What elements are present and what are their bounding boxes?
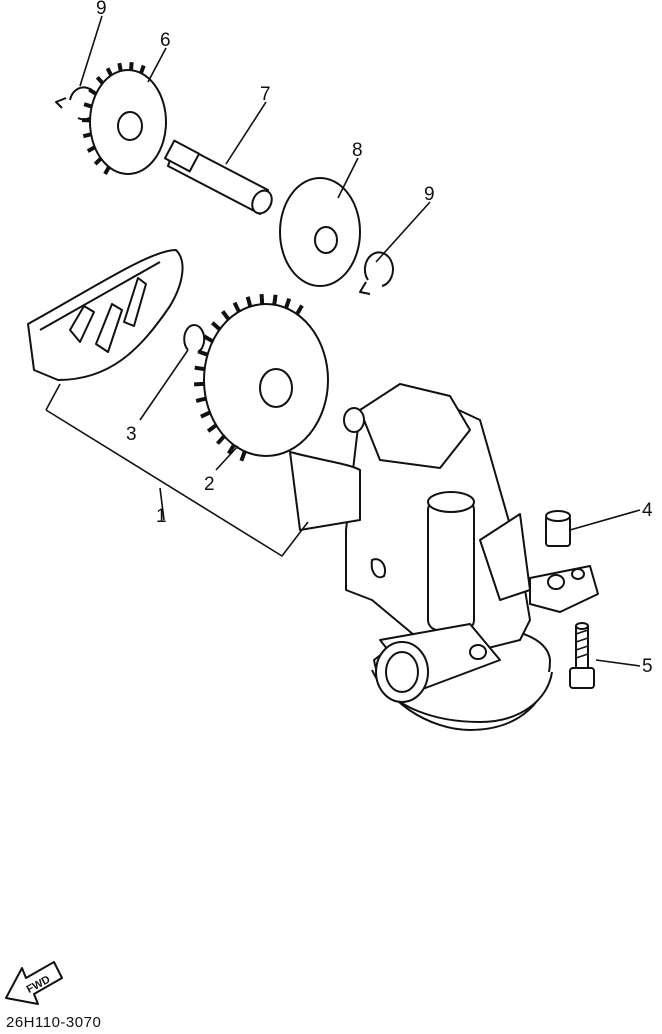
gear-tooth (193, 381, 205, 387)
part-2-gear (193, 294, 329, 462)
callout-1: 1 (156, 506, 167, 527)
gear-tooth (117, 62, 123, 72)
callout-7: 7 (260, 84, 271, 105)
part-4-dowel (545, 510, 571, 547)
gear-tooth (95, 75, 105, 85)
gear-tooth (197, 349, 209, 357)
gear-tooth (210, 321, 222, 331)
gear-tooth (221, 310, 231, 321)
gear-tooth (139, 64, 146, 74)
part-3-circlip (183, 324, 206, 353)
gear-tooth (245, 296, 253, 307)
callout-3: 3 (126, 424, 137, 445)
fwd-arrow-icon: FWD (5, 961, 63, 1005)
gear-tooth (284, 297, 292, 309)
gear-tooth (203, 334, 214, 344)
gear-tooth (216, 434, 226, 445)
gear-tooth (88, 87, 98, 96)
gear-tooth (83, 102, 93, 109)
gear-tooth (105, 67, 113, 77)
gear-tooth (232, 301, 241, 313)
callout-9-upper: 9 (96, 0, 107, 19)
gear-tooth (93, 157, 103, 166)
part-7-shaft (163, 139, 273, 215)
callout-4: 4 (642, 500, 653, 521)
pump-cover-plate (27, 249, 184, 381)
gear-tooth (239, 450, 247, 462)
gear-tooth (295, 304, 304, 316)
gear-tooth (195, 396, 207, 403)
gear-tooth (194, 365, 205, 372)
gear-tooth (103, 166, 111, 175)
callout-9-lower: 9 (424, 184, 435, 205)
gear-tooth (82, 132, 92, 139)
gear-tooth (129, 62, 134, 71)
gear-tooth (206, 423, 218, 433)
gear-tooth (200, 410, 211, 419)
part-5-bolt (569, 622, 595, 689)
oil-pump-body (289, 383, 599, 731)
gear-tooth (272, 294, 278, 305)
callout-5: 5 (642, 656, 653, 677)
gear-tooth (227, 443, 236, 455)
callout-6: 6 (160, 30, 171, 51)
part-6-gear (81, 62, 167, 175)
gear-tooth (259, 294, 265, 305)
callout-2: 2 (204, 474, 215, 495)
gear-tooth (86, 145, 96, 153)
part-8-gear (279, 177, 361, 287)
callout-8: 8 (352, 140, 363, 161)
leader-lines (45, 15, 641, 667)
part-9-circlip-lower (359, 251, 394, 295)
diagram-code: 26H110-3070 (6, 1014, 102, 1031)
